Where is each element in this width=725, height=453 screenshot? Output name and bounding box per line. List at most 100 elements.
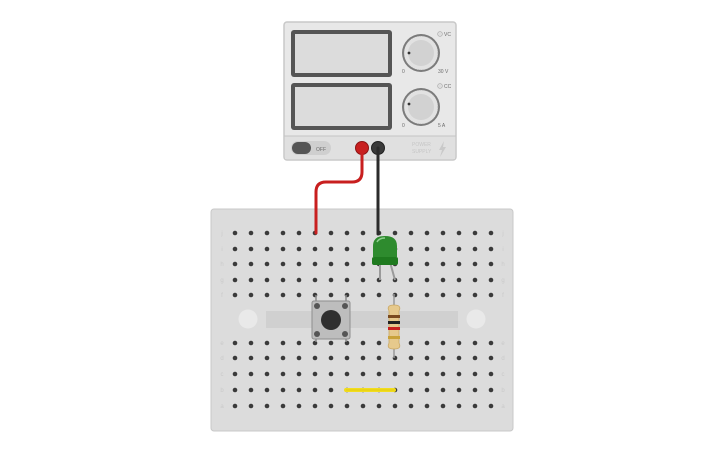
hole-g4[interactable] xyxy=(280,277,286,283)
hole-h17[interactable] xyxy=(488,261,494,267)
push-button[interactable] xyxy=(311,295,351,342)
hole-h3[interactable] xyxy=(264,261,270,267)
hole-j11[interactable] xyxy=(392,230,398,236)
hole-g14[interactable] xyxy=(440,277,446,283)
hole-e15[interactable] xyxy=(456,340,462,346)
hole-d12[interactable] xyxy=(408,355,414,361)
hole-c14[interactable] xyxy=(440,371,446,377)
hole-a8[interactable] xyxy=(344,403,350,409)
hole-i6[interactable] xyxy=(312,246,318,252)
hole-i8[interactable] xyxy=(344,246,350,252)
hole-c5[interactable] xyxy=(296,371,302,377)
hole-f2[interactable] xyxy=(248,292,254,298)
hole-e2[interactable] xyxy=(248,340,254,346)
hole-c6[interactable] xyxy=(312,371,318,377)
hole-j2[interactable] xyxy=(248,230,254,236)
hole-i5[interactable] xyxy=(296,246,302,252)
hole-g15[interactable] xyxy=(456,277,462,283)
hole-b7[interactable] xyxy=(328,387,334,393)
hole-d17[interactable] xyxy=(488,355,494,361)
hole-b15[interactable] xyxy=(456,387,462,393)
hole-a10[interactable] xyxy=(376,403,382,409)
hole-j14[interactable] xyxy=(440,230,446,236)
hole-a9[interactable] xyxy=(360,403,366,409)
hole-g2[interactable] xyxy=(248,277,254,283)
hole-h16[interactable] xyxy=(472,261,478,267)
hole-b12[interactable] xyxy=(408,387,414,393)
hole-h4[interactable] xyxy=(280,261,286,267)
power-supply[interactable]: VC 0 30 V CC 0 5 A OFF POWER SUPPLY xyxy=(283,21,457,161)
hole-d1[interactable] xyxy=(232,355,238,361)
hole-h1[interactable] xyxy=(232,261,238,267)
hole-g17[interactable] xyxy=(488,277,494,283)
hole-g16[interactable] xyxy=(472,277,478,283)
hole-f17[interactable] xyxy=(488,292,494,298)
hole-j1[interactable] xyxy=(232,230,238,236)
hole-j3[interactable] xyxy=(264,230,270,236)
voltage-knob[interactable] xyxy=(402,34,440,72)
hole-j16[interactable] xyxy=(472,230,478,236)
hole-i12[interactable] xyxy=(408,246,414,252)
hole-i3[interactable] xyxy=(264,246,270,252)
hole-e7[interactable] xyxy=(328,340,334,346)
hole-i16[interactable] xyxy=(472,246,478,252)
hole-d14[interactable] xyxy=(440,355,446,361)
hole-j4[interactable] xyxy=(280,230,286,236)
hole-i2[interactable] xyxy=(248,246,254,252)
green-led[interactable] xyxy=(372,236,398,281)
hole-i13[interactable] xyxy=(424,246,430,252)
hole-c2[interactable] xyxy=(248,371,254,377)
hole-f13[interactable] xyxy=(424,292,430,298)
current-knob[interactable] xyxy=(402,88,440,126)
hole-a2[interactable] xyxy=(248,403,254,409)
hole-j5[interactable] xyxy=(296,230,302,236)
resistor[interactable] xyxy=(387,294,401,358)
hole-d7[interactable] xyxy=(328,355,334,361)
hole-c16[interactable] xyxy=(472,371,478,377)
hole-d9[interactable] xyxy=(360,355,366,361)
hole-f4[interactable] xyxy=(280,292,286,298)
hole-a4[interactable] xyxy=(280,403,286,409)
hole-j12[interactable] xyxy=(408,230,414,236)
hole-d2[interactable] xyxy=(248,355,254,361)
hole-h6[interactable] xyxy=(312,261,318,267)
hole-e3[interactable] xyxy=(264,340,270,346)
hole-i15[interactable] xyxy=(456,246,462,252)
hole-h15[interactable] xyxy=(456,261,462,267)
hole-b1[interactable] xyxy=(232,387,238,393)
hole-g12[interactable] xyxy=(408,277,414,283)
hole-a13[interactable] xyxy=(424,403,430,409)
hole-a6[interactable] xyxy=(312,403,318,409)
hole-f7[interactable] xyxy=(328,292,334,298)
hole-f15[interactable] xyxy=(456,292,462,298)
hole-e4[interactable] xyxy=(280,340,286,346)
hole-a11[interactable] xyxy=(392,403,398,409)
hole-b14[interactable] xyxy=(440,387,446,393)
hole-j9[interactable] xyxy=(360,230,366,236)
hole-a3[interactable] xyxy=(264,403,270,409)
hole-j7[interactable] xyxy=(328,230,334,236)
hole-d5[interactable] xyxy=(296,355,302,361)
hole-d4[interactable] xyxy=(280,355,286,361)
hole-a1[interactable] xyxy=(232,403,238,409)
power-switch[interactable] xyxy=(291,141,331,155)
hole-g5[interactable] xyxy=(296,277,302,283)
hole-d6[interactable] xyxy=(312,355,318,361)
hole-e13[interactable] xyxy=(424,340,430,346)
hole-h13[interactable] xyxy=(424,261,430,267)
hole-e17[interactable] xyxy=(488,340,494,346)
hole-i9[interactable] xyxy=(360,246,366,252)
hole-d3[interactable] xyxy=(264,355,270,361)
hole-a14[interactable] xyxy=(440,403,446,409)
hole-c3[interactable] xyxy=(264,371,270,377)
hole-h5[interactable] xyxy=(296,261,302,267)
hole-d15[interactable] xyxy=(456,355,462,361)
hole-g8[interactable] xyxy=(344,277,350,283)
hole-j15[interactable] xyxy=(456,230,462,236)
hole-a5[interactable] xyxy=(296,403,302,409)
hole-e12[interactable] xyxy=(408,340,414,346)
hole-g13[interactable] xyxy=(424,277,430,283)
hole-h14[interactable] xyxy=(440,261,446,267)
hole-c13[interactable] xyxy=(424,371,430,377)
